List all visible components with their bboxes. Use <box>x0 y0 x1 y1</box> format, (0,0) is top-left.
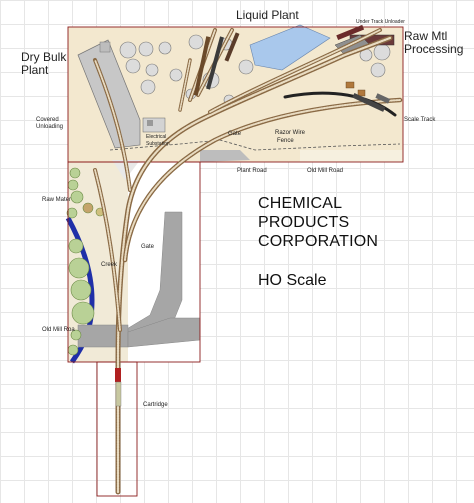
label-razor-wire-2: Fence <box>277 138 294 144</box>
title-line-2: PRODUCTS <box>258 214 350 231</box>
label-liquid-plant: Liquid Plant <box>236 8 299 22</box>
label-covered-unloading-2: Unloading <box>36 124 64 130</box>
scale-label: HO Scale <box>258 272 327 289</box>
transformer <box>147 120 153 126</box>
label-creek: Creek <box>101 262 118 268</box>
label-gate-lower: Gate <box>141 244 155 250</box>
electrical-substation <box>142 117 166 133</box>
title-line-1: CHEMICAL <box>258 195 343 212</box>
label-raw-mtl-2: Processing <box>404 42 464 56</box>
diagram-title: CHEMICAL PRODUCTS CORPORATION <box>258 194 378 251</box>
silo-base <box>99 41 111 53</box>
rolling-stock <box>115 24 391 407</box>
label-covered-unloading-1: Covered <box>36 117 59 123</box>
plant-road-upper <box>200 150 250 162</box>
label-cartridge: Cartridge <box>143 402 168 408</box>
label-raw-materials: Raw Mater <box>42 197 72 203</box>
label-old-mill-road-right: Old Mill Road <box>307 168 344 174</box>
label-substation-2: Substation <box>146 141 170 147</box>
label-razor-wire-1: Razor Wire <box>275 130 306 136</box>
liquid-plant-tank-area <box>249 24 331 71</box>
label-electrical-1: Electrical <box>146 134 167 140</box>
label-dry-bulk-1: Dry Bulk <box>21 50 67 64</box>
label-old-mill-road-left: Old Mill Roa <box>42 327 75 333</box>
old-mill-road-right-strip <box>300 150 403 162</box>
label-scale-track: Scale Track <box>404 117 436 123</box>
title-line-3: CORPORATION <box>258 233 379 250</box>
label-raw-mtl-1: Raw Mtl <box>404 29 448 43</box>
label-gate-upper: Gate <box>228 131 242 137</box>
razor-wire-fence <box>109 139 401 151</box>
board-outlines <box>67 26 404 497</box>
label-under-track-unloader: Under Track Unloader <box>356 19 405 25</box>
label-plant-road: Plant Road <box>237 168 267 174</box>
label-dry-bulk-2: Plant <box>21 63 49 77</box>
